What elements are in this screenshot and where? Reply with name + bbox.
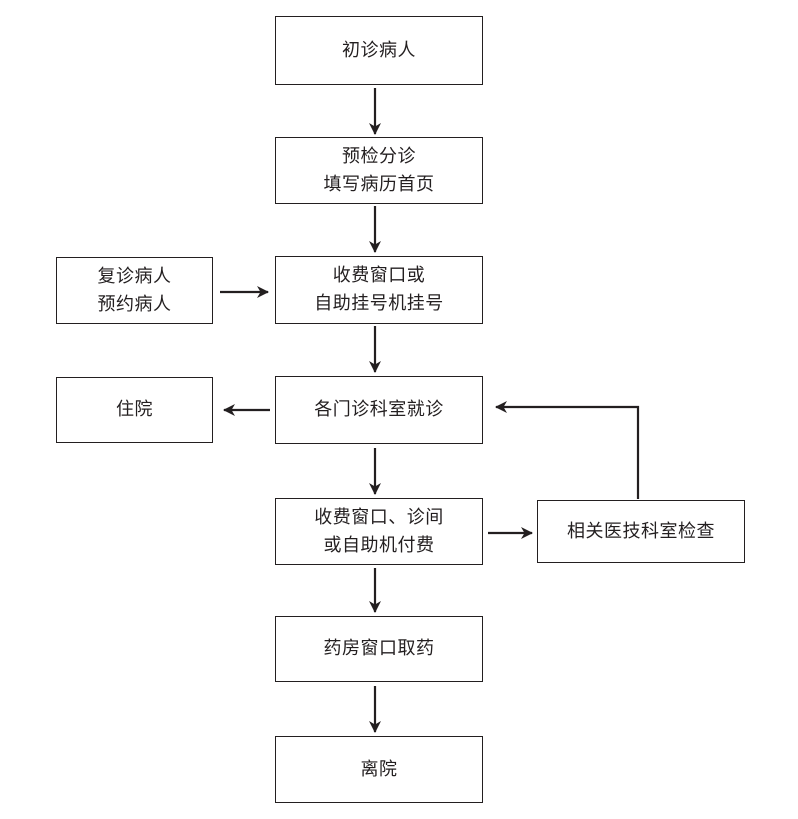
- node-triage-line-1: 预检分诊: [342, 145, 416, 167]
- node-hospitalization: 住院: [56, 377, 213, 443]
- node-consultation: 各门诊科室就诊: [275, 376, 483, 444]
- node-consultation-line-1: 各门诊科室就诊: [314, 399, 444, 420]
- node-examination-line-1: 相关医技科室检查: [567, 520, 715, 542]
- node-return-visit: 复诊病人 预约病人: [56, 257, 213, 324]
- node-first-visit: 初诊病人: [275, 16, 483, 85]
- node-payment: 收费窗口、诊间 或自助机付费: [275, 498, 483, 565]
- arrow-examination-to-consultation: [495, 401, 640, 499]
- node-registration-line-1: 收费窗口或: [332, 265, 426, 286]
- node-pharmacy-line-1: 药房窗口取药: [323, 638, 435, 659]
- node-discharge-line-1: 离院: [360, 758, 398, 780]
- node-hospitalization-line-1: 住院: [116, 399, 153, 420]
- node-registration-line-2: 自助挂号机挂号: [314, 293, 444, 314]
- node-triage-line-2: 填写病历首页: [323, 173, 435, 195]
- node-return-visit-line-1: 复诊病人: [97, 265, 172, 287]
- node-examination: 相关医技科室检查: [537, 500, 745, 563]
- node-registration: 收费窗口或 自助挂号机挂号: [275, 256, 483, 324]
- node-payment-line-2: 或自助机付费: [323, 534, 435, 556]
- node-discharge: 离院: [275, 736, 483, 803]
- node-triage: 预检分诊 填写病历首页: [275, 137, 483, 204]
- node-first-visit-line-1: 初诊病人: [342, 39, 416, 61]
- node-return-visit-line-2: 预约病人: [97, 293, 172, 315]
- node-pharmacy: 药房窗口取药: [275, 616, 483, 682]
- node-payment-line-1: 收费窗口、诊间: [314, 506, 444, 528]
